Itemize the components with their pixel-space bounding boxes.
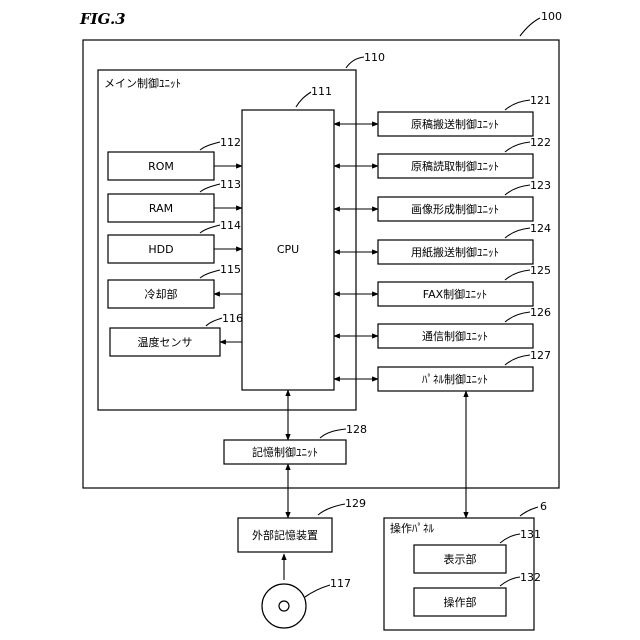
operation-panel-label: 操作ﾊﾟﾈﾙ [390,521,434,535]
disc-hole-icon [279,601,289,611]
ref-117: 117 [330,577,351,590]
panel-control-label: ﾊﾟﾈﾙ制御ﾕﾆｯﾄ [422,372,488,386]
display-label: 表示部 [444,552,477,566]
ref-121: 121 [530,94,551,107]
leader-6 [520,507,538,516]
ref-124: 124 [530,222,551,235]
ref-6: 6 [540,500,547,513]
temp-sensor-label: 温度センサ [138,335,193,349]
fax-label: FAX制御ﾕﾆｯﾄ [423,287,487,301]
main-control-unit-label: メイン制御ﾕﾆｯﾄ [104,76,181,90]
ref-113: 113 [220,178,241,191]
ref-114: 114 [220,219,241,232]
ref-110: 110 [364,51,385,64]
leader-117 [305,585,330,597]
ref-132: 132 [520,571,541,584]
external-storage-label: 外部記憶装置 [252,528,318,542]
rom-label: ROM [148,160,174,173]
ref-122: 122 [530,136,551,149]
storage-control-label: 記憶制御ﾕﾆｯﾄ [252,445,318,459]
ref-123: 123 [530,179,551,192]
cpu-label: CPU [277,243,299,256]
figure-title: FIG.3 [79,10,126,28]
doc-read-label: 原稿読取制御ﾕﾆｯﾄ [411,159,499,173]
comm-label: 通信制御ﾕﾆｯﾄ [422,329,488,343]
doc-transport-label: 原稿搬送制御ﾕﾆｯﾄ [411,117,499,131]
leader-129 [318,504,345,515]
image-form-label: 画像形成制御ﾕﾆｯﾄ [411,202,499,216]
hdd-label: HDD [148,243,173,256]
operation-label: 操作部 [444,595,477,609]
ref-128: 128 [346,423,367,436]
ref-129: 129 [345,497,366,510]
ref-131: 131 [520,528,541,541]
ref-116: 116 [222,312,243,325]
ref-127: 127 [530,349,551,362]
ref-112: 112 [220,136,241,149]
ref-115: 115 [220,263,241,276]
cooling-label: 冷却部 [145,287,178,301]
paper-transport-label: 用紙搬送制御ﾕﾆｯﾄ [411,245,499,259]
ref-111: 111 [311,85,332,98]
ref-125: 125 [530,264,551,277]
ref-126: 126 [530,306,551,319]
ref-100: 100 [541,10,562,23]
leader-100 [520,18,540,36]
ram-label: RAM [149,202,173,215]
